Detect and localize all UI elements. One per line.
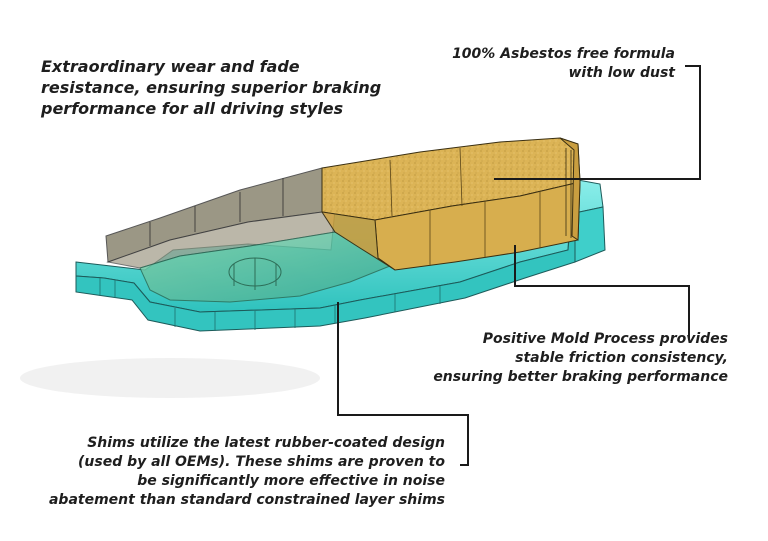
callout-asbestos-line: with low dust (568, 65, 675, 81)
shim-layer (139, 231, 392, 303)
callout-asbestos-free: 100% Asbestos free formula with low dust (452, 45, 675, 83)
callout-wear-line: Extraordinary wear and fade (41, 57, 300, 76)
friction-material (321, 137, 581, 271)
leader-shims (337, 302, 469, 466)
callout-wear-line: resistance, ensuring superior braking (41, 78, 382, 97)
worn-friction-layer (105, 167, 336, 269)
callout-asbestos-line: 100% Asbestos free formula (452, 46, 675, 62)
callout-wear-line: performance for all driving styles (41, 99, 344, 118)
leader-asbestos (494, 65, 701, 180)
callout-shims-line: Shims utilize the latest rubber-coated d… (87, 435, 445, 451)
callout-positive-mold: Positive Mold Process provides stable fr… (433, 330, 728, 387)
leader-mold (514, 245, 690, 340)
callout-shims-line: abatement than standard constrained laye… (48, 492, 445, 508)
callout-shims: Shims utilize the latest rubber-coated d… (49, 434, 445, 510)
callout-mold-line: Positive Mold Process provides (482, 331, 728, 347)
callout-shims-line: (used by all OEMs). These shims are prov… (78, 454, 445, 470)
ground-shadow (20, 358, 320, 398)
callout-mold-line: stable friction consistency, (515, 350, 728, 366)
callout-mold-line: ensuring better braking performance (433, 369, 728, 385)
leader-lines (337, 65, 701, 466)
callout-wear-resistance: Extraordinary wear and fade resistance, … (41, 56, 381, 119)
callout-shims-line: be significantly more effective in noise (137, 473, 445, 489)
